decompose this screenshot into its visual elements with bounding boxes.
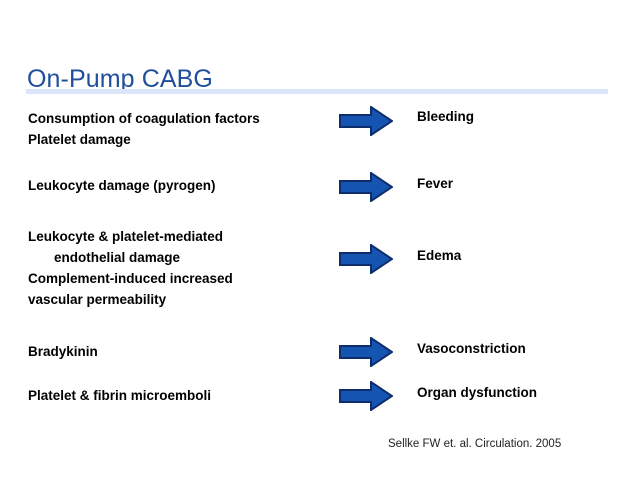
cause-line: Complement-induced increased [28,271,233,286]
effect-text: Fever [417,176,454,191]
cause-line: vascular permeability [28,292,167,307]
title-divider [26,89,608,94]
right-arrow-icon [339,381,393,411]
effect-text: Vasoconstriction [417,341,526,356]
cause-line: Leukocyte & platelet-mediated [28,229,224,244]
right-arrow-icon [339,244,393,274]
effect-text: Bleeding [417,109,475,124]
citation-text: Sellke FW et. al. Circulation. 2005 [388,438,562,450]
cause-line: Leukocyte damage (pyrogen) [28,178,216,193]
cause-line: Bradykinin [28,344,98,359]
cause-line: Platelet damage [28,132,131,147]
cause-text: Consumption of coagulation factors Plate… [28,108,328,150]
cause-line: Consumption of coagulation factors [28,111,260,126]
cause-text: Platelet & fibrin microemboli [28,385,328,406]
cause-text: Bradykinin [28,341,328,362]
cause-line: Platelet & fibrin microemboli [28,388,212,403]
cause-text: Leukocyte & platelet-mediated endothelia… [28,226,328,310]
right-arrow-icon [339,172,393,202]
right-arrow-icon [339,337,393,367]
cause-line: endothelial damage [54,250,181,265]
effect-text: Edema [417,248,462,263]
effect-text: Organ dysfunction [417,385,538,400]
right-arrow-icon [339,106,393,136]
page-title: On-Pump CABG [27,64,213,93]
cause-text: Leukocyte damage (pyrogen) [28,175,328,196]
